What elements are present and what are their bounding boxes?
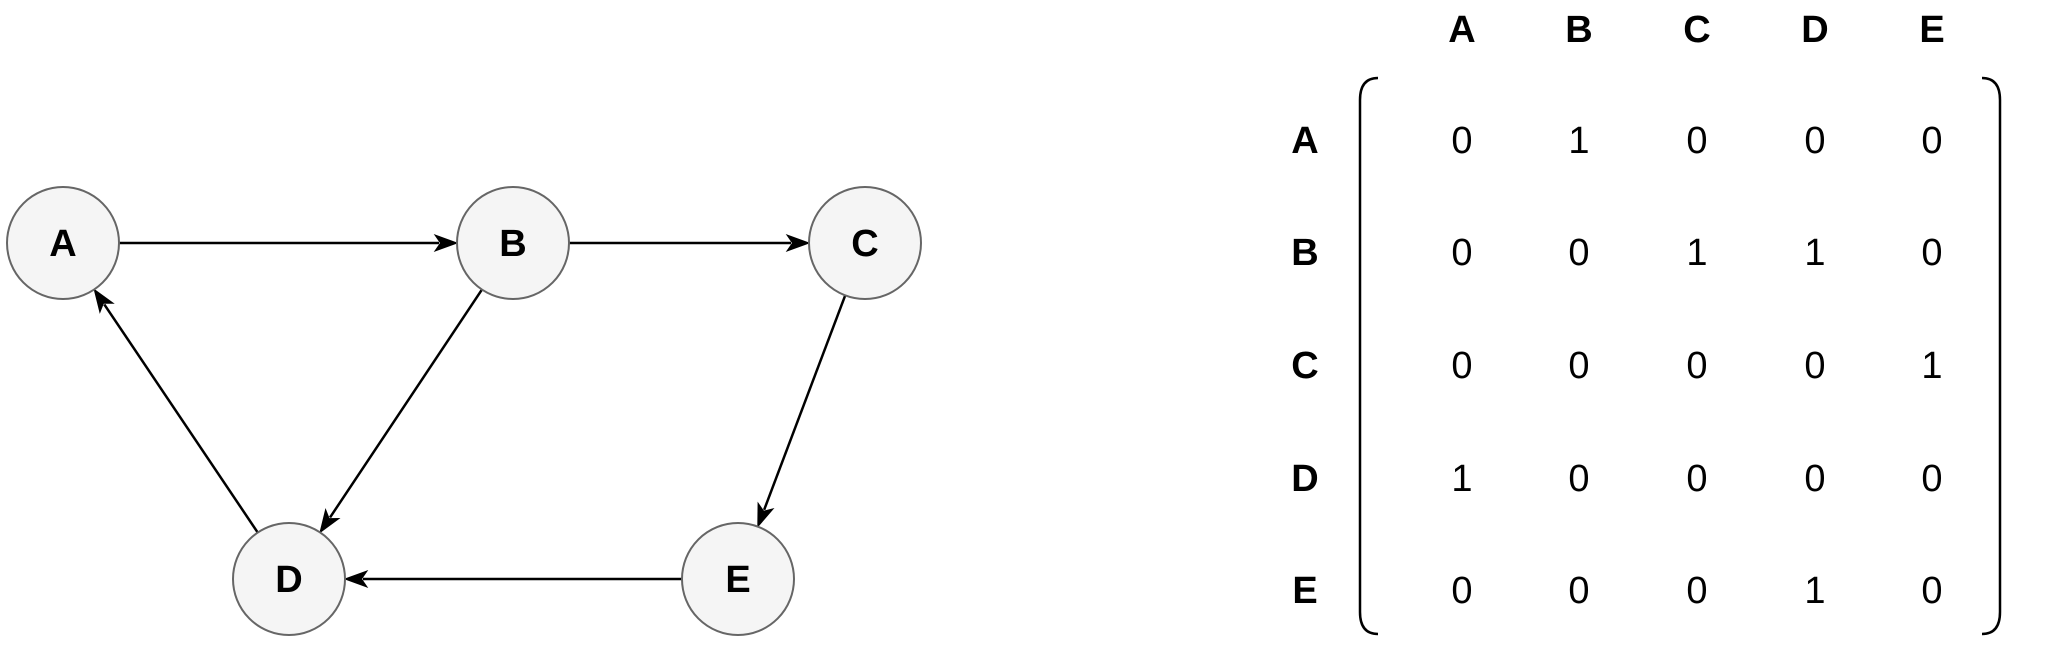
matrix-cell: 1 bbox=[1804, 232, 1825, 274]
node-label: E bbox=[725, 559, 750, 601]
edge-a-to-b bbox=[119, 233, 459, 253]
edge-line bbox=[762, 294, 847, 511]
column-header-c: C bbox=[1683, 9, 1710, 51]
matrix-cell: 0 bbox=[1686, 345, 1707, 387]
matrix-cells: 0 1 0 0 0 0 0 1 1 0 0 0 0 0 1 1 0 0 0 0 0 0 0 1 0 bbox=[1451, 120, 1942, 612]
arrow-head bbox=[319, 508, 341, 534]
matrix-cell: 0 bbox=[1804, 345, 1825, 387]
edge-b-to-d bbox=[319, 288, 483, 534]
arrow-head bbox=[785, 233, 811, 253]
row-header-a: A bbox=[1291, 120, 1318, 162]
matrix-cell: 1 bbox=[1451, 458, 1472, 500]
edge-d-to-a bbox=[93, 288, 259, 534]
edge-line bbox=[103, 303, 259, 534]
matrix-cell: 1 bbox=[1921, 345, 1942, 387]
row-header-d: D bbox=[1291, 458, 1318, 500]
arrow-head bbox=[757, 501, 775, 528]
column-header-e: E bbox=[1919, 9, 1944, 51]
node-circle bbox=[808, 186, 922, 300]
matrix-cell: 0 bbox=[1921, 570, 1942, 612]
matrix-cell: 0 bbox=[1568, 232, 1589, 274]
matrix-cell: 0 bbox=[1451, 570, 1472, 612]
matrix-row-headers: A B C D E bbox=[1291, 120, 1318, 612]
matrix-cell: 0 bbox=[1568, 458, 1589, 500]
matrix-cell: 1 bbox=[1804, 570, 1825, 612]
edge-c-to-e bbox=[757, 294, 847, 528]
edge-e-to-d bbox=[343, 569, 682, 589]
matrix-left-bracket bbox=[1358, 76, 1379, 636]
matrix-cell: 1 bbox=[1686, 232, 1707, 274]
node-circle bbox=[232, 522, 346, 636]
node-circle bbox=[681, 522, 795, 636]
matrix-cell: 0 bbox=[1921, 458, 1942, 500]
matrix-cell: 0 bbox=[1451, 120, 1472, 162]
edge-b-to-c bbox=[569, 233, 811, 253]
node-label: A bbox=[49, 223, 76, 265]
matrix-cell: 0 bbox=[1804, 458, 1825, 500]
matrix-column-headers: A B C D E bbox=[1448, 9, 1944, 51]
node-label: D bbox=[275, 559, 302, 601]
column-header-b: B bbox=[1565, 9, 1592, 51]
node-label: C bbox=[851, 223, 878, 265]
matrix-cell: 0 bbox=[1686, 458, 1707, 500]
row-header-b: B bbox=[1291, 232, 1318, 274]
node-a: A bbox=[6, 186, 120, 300]
node-circle bbox=[6, 186, 120, 300]
row-header-e: E bbox=[1292, 570, 1317, 612]
column-header-d: D bbox=[1801, 9, 1828, 51]
matrix-cell: 0 bbox=[1921, 120, 1942, 162]
graph-nodes: A B C D E bbox=[6, 186, 922, 636]
matrix-cell: 1 bbox=[1568, 120, 1589, 162]
node-circle bbox=[456, 186, 570, 300]
edge-line bbox=[329, 288, 483, 519]
matrix-cell: 0 bbox=[1568, 570, 1589, 612]
column-header-a: A bbox=[1448, 9, 1475, 51]
matrix-cell: 0 bbox=[1804, 120, 1825, 162]
matrix-right-bracket bbox=[1981, 76, 2002, 636]
matrix-cell: 0 bbox=[1686, 570, 1707, 612]
matrix-cell: 0 bbox=[1568, 345, 1589, 387]
node-d: D bbox=[232, 522, 346, 636]
node-label: B bbox=[499, 223, 526, 265]
directed-graph: A B C D E bbox=[6, 186, 922, 636]
arrow-head bbox=[93, 288, 115, 314]
matrix-cell: 0 bbox=[1451, 232, 1472, 274]
matrix-cell: 0 bbox=[1921, 232, 1942, 274]
matrix-cell: 0 bbox=[1686, 120, 1707, 162]
arrow-head bbox=[433, 233, 459, 253]
graph-edges bbox=[93, 233, 847, 589]
node-c: C bbox=[808, 186, 922, 300]
row-header-c: C bbox=[1291, 345, 1318, 387]
node-b: B bbox=[456, 186, 570, 300]
node-e: E bbox=[681, 522, 795, 636]
arrow-head bbox=[343, 569, 369, 589]
adjacency-matrix: A B C D E A B C D E 0 1 0 0 0 0 0 1 1 0 0 0 0 0 1 1 0 0 0 0 0 0 0 1 0 bbox=[1291, 9, 2002, 636]
matrix-cell: 0 bbox=[1451, 345, 1472, 387]
